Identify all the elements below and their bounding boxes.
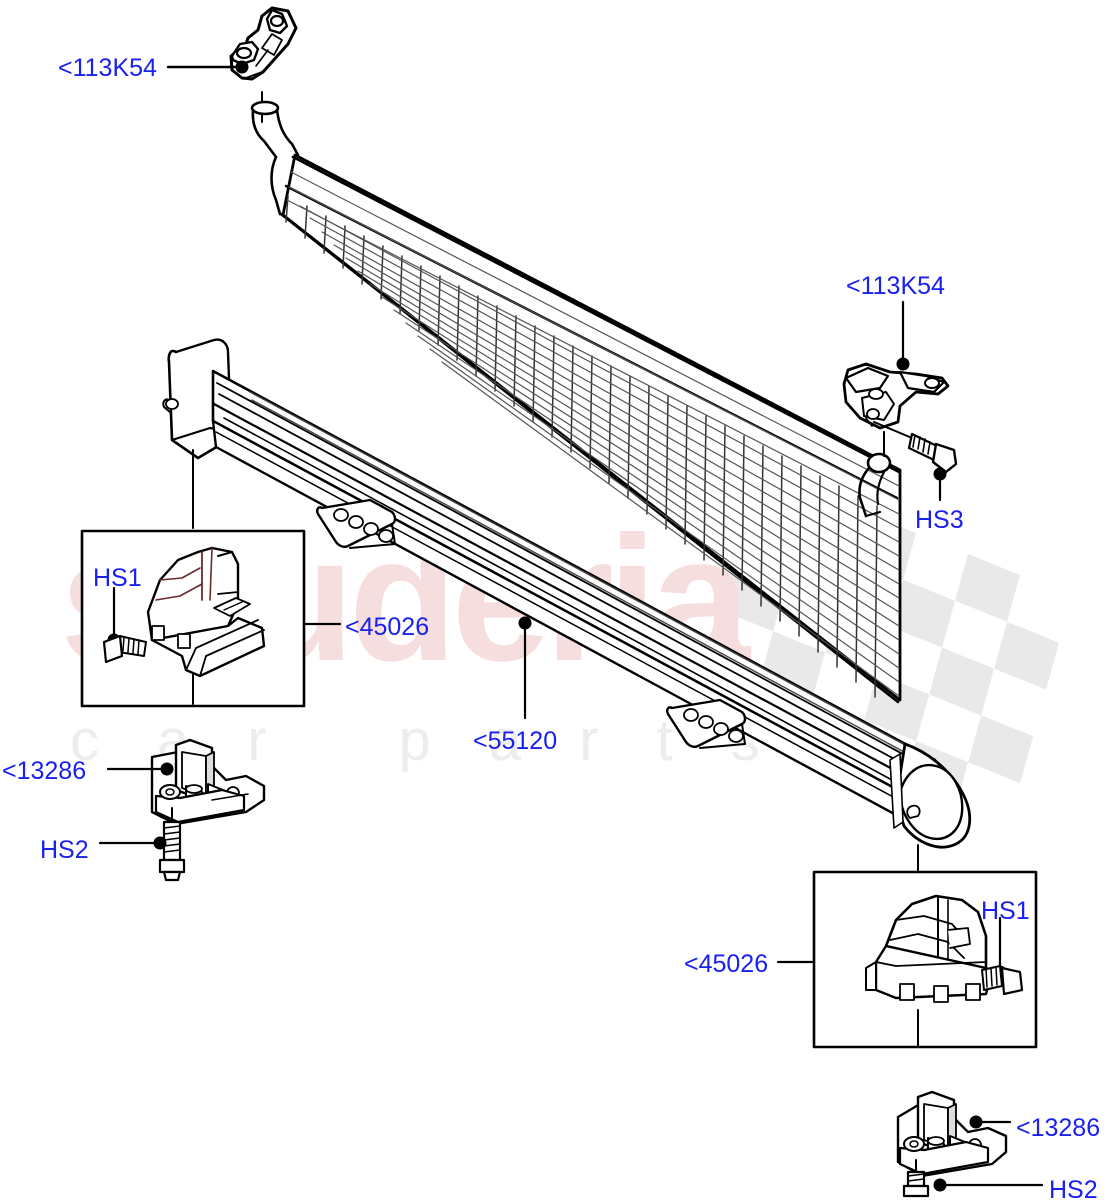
callout-HS3[interactable]: HS3	[915, 506, 964, 534]
part-113K54-right-bracket	[842, 300, 950, 457]
callout-13286-left[interactable]: <13286	[2, 757, 87, 785]
part-13286-striker-right	[896, 1090, 1012, 1178]
cargo-barrier-cassette	[211, 369, 972, 849]
inset-box-left	[80, 449, 342, 708]
callout-55120[interactable]: <55120	[473, 727, 558, 755]
leader-55120	[518, 616, 532, 720]
part-113K54-left-bracket	[229, 6, 298, 81]
cassette-end-cap-left	[162, 338, 233, 460]
part-HS2-screw-right	[902, 1159, 1044, 1198]
part-HS1-bolt-left	[102, 586, 147, 664]
callout-113K54-upper-right[interactable]: <113K54	[846, 272, 945, 300]
part-HS2-screw-left	[98, 807, 186, 882]
part-13286-striker-left	[106, 738, 266, 826]
leader-113K54-left	[166, 60, 263, 123]
retainer-cover-right	[865, 894, 994, 1003]
callout-45026-right[interactable]: <45026	[684, 950, 769, 978]
cargo-net-mesh	[279, 153, 902, 704]
callout-45026-left[interactable]: <45026	[345, 613, 430, 641]
mounting-pad-2	[666, 698, 747, 749]
callout-13286-right[interactable]: <13286	[1016, 1114, 1101, 1142]
inset-box-right	[776, 844, 1038, 1049]
part-HS3-bolt	[873, 421, 958, 502]
callout-113K54-upper-left[interactable]: <113K54	[58, 54, 157, 82]
mounting-pad-1	[316, 498, 397, 549]
callout-HS2-left[interactable]: HS2	[40, 836, 89, 864]
callout-HS1-left[interactable]: HS1	[93, 564, 142, 592]
part-HS1-bolt-right	[981, 916, 1024, 996]
retainer-cover-left	[146, 546, 266, 678]
callout-HS1-right[interactable]: HS1	[981, 897, 1030, 925]
callout-HS2-right[interactable]: HS2	[1049, 1176, 1098, 1200]
